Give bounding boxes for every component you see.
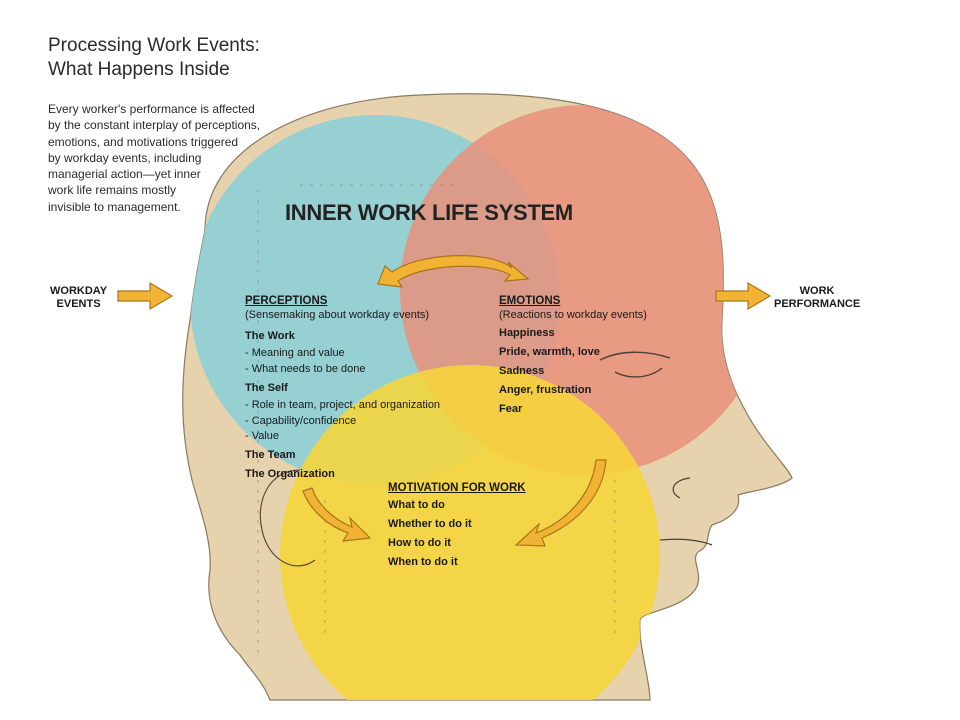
eye-lower bbox=[614, 367, 663, 378]
work-label-line: WORK bbox=[799, 285, 835, 297]
motivation-heading: MOTIVATION FOR WORK bbox=[388, 482, 526, 494]
emotions-subheading: (Reactions to workday events) bbox=[499, 309, 647, 321]
motivation-circle bbox=[280, 365, 660, 701]
motivation-block: MOTIVATION FOR WORK What to do Whether t… bbox=[388, 482, 526, 572]
system-title: INNER WORK LIFE SYSTEM bbox=[285, 200, 573, 225]
emotion-item: Sadness bbox=[499, 365, 545, 377]
emotion-item: Happiness bbox=[499, 327, 555, 339]
motivation-item: What to do bbox=[388, 499, 445, 511]
the-self-label: The Self bbox=[245, 382, 288, 394]
emotion-item: Pride, warmth, love bbox=[499, 346, 600, 358]
perceptions-block: PERCEPTIONS (Sensemaking about workday e… bbox=[245, 295, 440, 484]
mouth bbox=[659, 538, 713, 546]
the-self-item: - Capability/confidence bbox=[245, 414, 357, 427]
the-work-item: - What needs to be done bbox=[245, 362, 366, 375]
work-performance-arrow bbox=[715, 281, 772, 311]
workday-events-arrow bbox=[117, 281, 174, 311]
motivation-item: How to do it bbox=[388, 537, 451, 549]
emotion-item: Anger, frustration bbox=[499, 384, 592, 396]
motivation-item: Whether to do it bbox=[388, 518, 472, 530]
the-self-item: - Role in team, project, and organizatio… bbox=[245, 399, 441, 411]
ear bbox=[259, 469, 316, 567]
performance-label-line: PERFORMANCE bbox=[774, 298, 861, 310]
intro-line: Every worker's performance is affected bbox=[48, 102, 255, 116]
emotions-motivation-arrow bbox=[514, 459, 607, 547]
work-performance-label: WORK PERFORMANCE bbox=[774, 285, 860, 311]
emotion-item: Fear bbox=[499, 403, 523, 415]
the-organization-label: The Organization bbox=[245, 467, 335, 480]
the-work-label: The Work bbox=[245, 330, 295, 342]
page-title: Processing Work Events: What Happens Ins… bbox=[48, 34, 260, 82]
nose bbox=[672, 477, 691, 499]
perceptions-emotions-arrow bbox=[377, 255, 530, 288]
title-line-1: Processing Work Events: bbox=[48, 35, 260, 56]
title-line-2: What Happens Inside bbox=[48, 59, 230, 80]
motivation-item: When to do it bbox=[388, 556, 458, 568]
intro-line: by the constant interplay of perceptions… bbox=[48, 118, 261, 133]
the-team-label: The Team bbox=[245, 448, 296, 461]
perceptions-subheading: (Sensemaking about workday events) bbox=[245, 309, 430, 321]
eye-line bbox=[599, 351, 671, 361]
intro-line: emotions, and motivations triggered bbox=[48, 134, 239, 149]
the-self-item: - Value bbox=[245, 430, 280, 442]
intro-line: work life remains mostly bbox=[48, 183, 177, 198]
perceptions-heading: PERCEPTIONS bbox=[245, 295, 328, 307]
the-work-item: - Meaning and value bbox=[245, 347, 345, 359]
perceptions-motivation-arrow bbox=[302, 487, 372, 542]
intro-text: Every worker's performance is affected b… bbox=[48, 101, 318, 215]
emotions-block: EMOTIONS (Reactions to workday events) H… bbox=[499, 295, 647, 419]
workday-events-label: WORKDAY EVENTS bbox=[50, 285, 107, 311]
workday-label-line: WORKDAY bbox=[50, 285, 108, 297]
intro-line: managerial action—yet inner bbox=[48, 167, 201, 182]
emotions-heading: EMOTIONS bbox=[499, 295, 561, 307]
intro-line: invisible to management. bbox=[48, 199, 181, 214]
events-label-line: EVENTS bbox=[56, 298, 101, 310]
intro-line: by workday events, including bbox=[48, 150, 202, 165]
